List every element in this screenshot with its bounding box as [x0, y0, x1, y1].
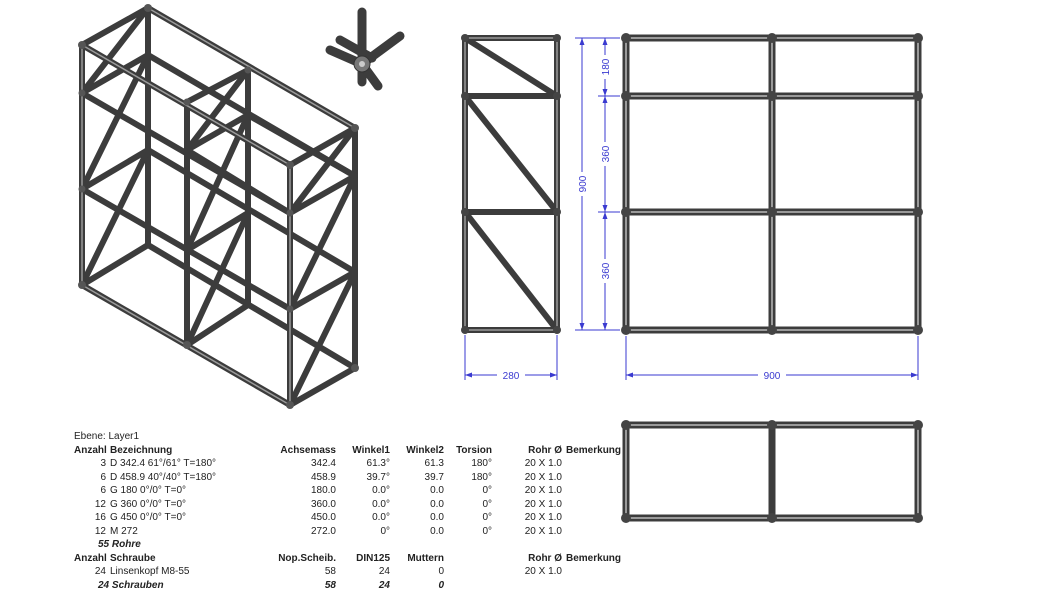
rohre-total: 55 Rohre — [98, 539, 141, 550]
col-rohr: Rohr Ø — [528, 444, 562, 456]
dim-side-width: 280 — [503, 371, 520, 382]
col-winkel2: Winkel2 — [406, 444, 444, 456]
col-torsion: Torsion — [456, 444, 492, 456]
dim-middle: 360 — [601, 145, 612, 162]
bom-header-row: Anzahl Bezeichnung Achsemass Winkel1 Win… — [74, 444, 632, 458]
screw-header-row: Anzahl Schraube Nop.Scheib. DIN125 Mutte… — [74, 552, 622, 564]
col-bezeichnung: Bezeichnung — [110, 444, 173, 456]
top-view — [621, 420, 923, 523]
col-achsemass: Achsemass — [280, 444, 336, 456]
connector-detail-view — [325, 7, 405, 91]
side-view: 280 — [461, 34, 561, 382]
col-winkel1: Winkel1 — [352, 444, 390, 456]
screws-total-row: 24 Schrauben 58 24 0 — [74, 579, 632, 593]
bom-table: Anzahl Bezeichnung Achsemass Winkel1 Win… — [74, 444, 632, 593]
layer-label: Ebene: Layer1 — [74, 431, 140, 442]
dim-upper: 180 — [601, 58, 612, 75]
col-anzahl: Anzahl — [74, 444, 107, 456]
rohre-total-row: 55 Rohre — [74, 538, 632, 552]
screws-total: 24 Schrauben — [98, 579, 164, 591]
col-bemerkung: Bemerkung — [566, 444, 622, 456]
dim-height-total: 900 — [578, 175, 589, 192]
bill-of-materials: Ebene: Layer1 Anzahl Bezeichnung Achsema… — [74, 430, 632, 592]
dim-lower: 360 — [601, 262, 612, 279]
front-view: 900 180 360 360 900 — [575, 33, 923, 382]
isometric-view — [78, 4, 359, 409]
dim-front-width: 900 — [764, 371, 781, 382]
